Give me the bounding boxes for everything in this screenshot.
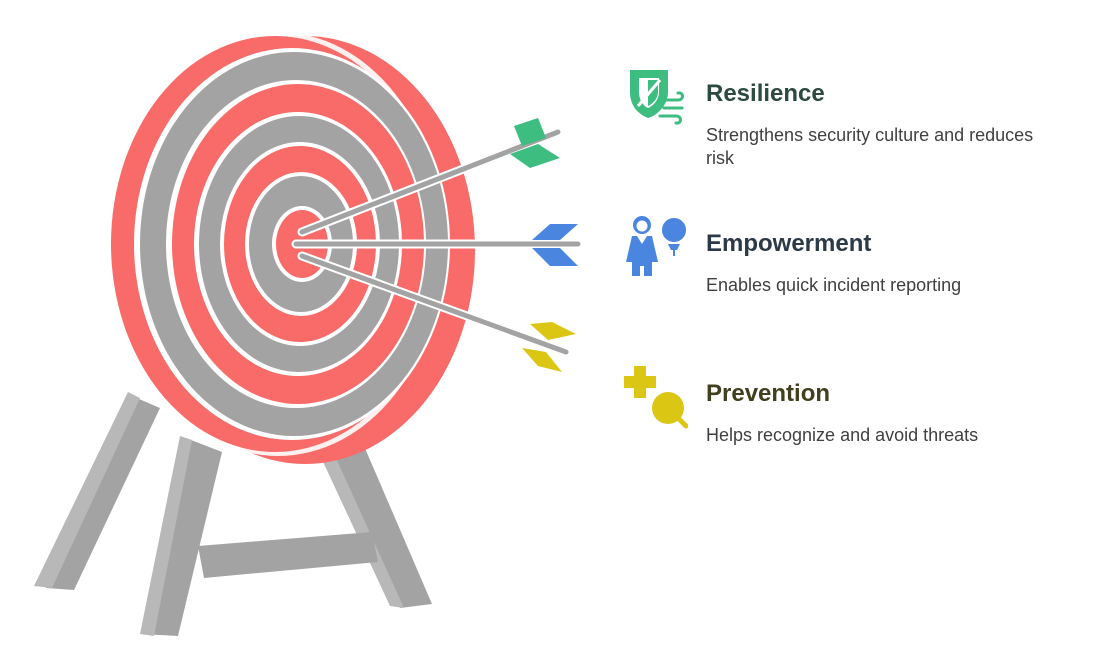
plus-magnifier-icon [624, 366, 688, 429]
arrow-green [297, 118, 563, 237]
people-icon [626, 216, 686, 276]
arrow-yellow [297, 251, 576, 372]
arrow-blue [291, 224, 583, 266]
item-description: Strengthens security culture and reduces… [706, 125, 1034, 168]
item-description: Helps recognize and avoid threats [706, 425, 979, 445]
item-title: Prevention [706, 380, 831, 407]
shield-wind-icon [630, 70, 684, 125]
item-title: Resilience [706, 80, 825, 107]
item-title: Empowerment [706, 230, 872, 257]
easel-legs [34, 392, 432, 636]
item-description: Enables quick incident reporting [706, 275, 962, 295]
